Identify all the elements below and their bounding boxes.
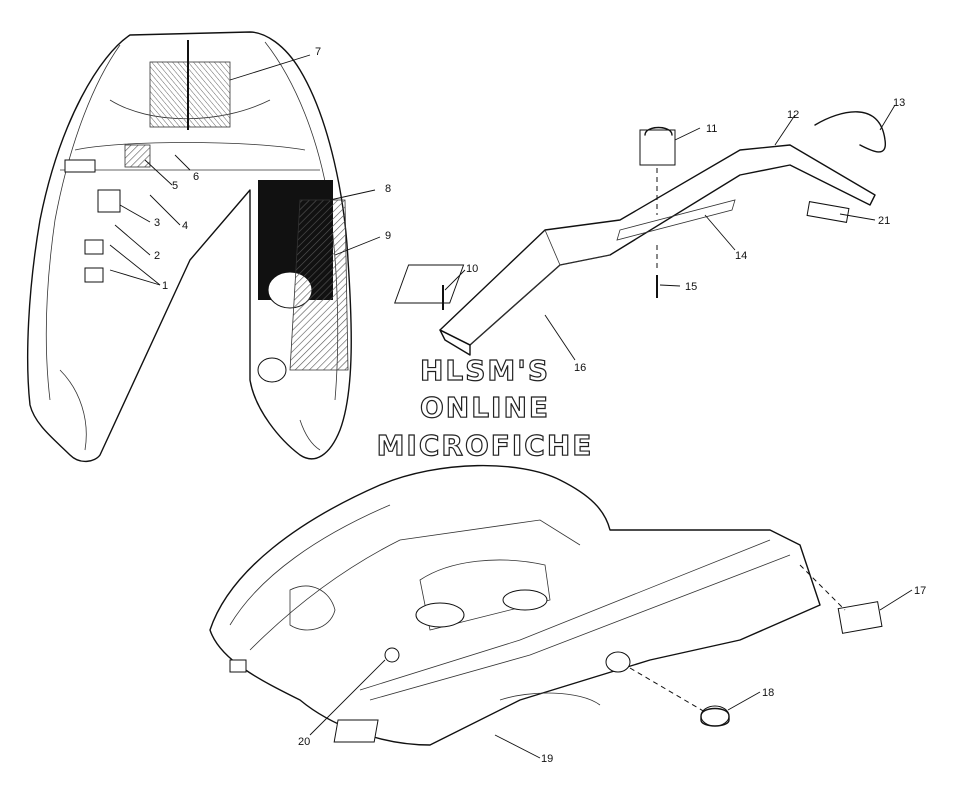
callout-1: 1 bbox=[162, 280, 168, 292]
callout-20: 20 bbox=[298, 736, 310, 748]
callout-19: 19 bbox=[541, 753, 553, 765]
callout-8: 8 bbox=[385, 183, 391, 195]
callout-16: 16 bbox=[574, 362, 586, 374]
watermark-line-3: MICROFICHE bbox=[377, 429, 594, 462]
callout-numbers: 1 2 3 4 5 6 7 8 9 10 11 12 13 14 15 16 1… bbox=[154, 46, 926, 765]
callout-13: 13 bbox=[893, 97, 905, 109]
callout-2: 2 bbox=[154, 250, 160, 262]
callout-14: 14 bbox=[735, 250, 747, 262]
hood-perspective-view bbox=[209, 464, 883, 746]
callout-11: 11 bbox=[706, 123, 717, 135]
watermark: HLSM'S ONLINE MICROFICHE bbox=[376, 353, 594, 462]
callout-7: 7 bbox=[315, 46, 321, 58]
callout-9: 9 bbox=[385, 230, 391, 242]
callout-4: 4 bbox=[182, 220, 188, 232]
callout-10: 10 bbox=[466, 263, 478, 275]
watermark-line-2: ONLINE bbox=[420, 391, 550, 424]
watermark-line-1: HLSM'S bbox=[420, 354, 550, 387]
callout-21: 21 bbox=[878, 215, 890, 227]
callout-3: 3 bbox=[154, 217, 160, 229]
hood-liner-bracket bbox=[394, 111, 886, 356]
callout-18: 18 bbox=[762, 687, 774, 699]
hood-top-view bbox=[26, 31, 352, 463]
callout-15: 15 bbox=[685, 281, 697, 293]
callout-17: 17 bbox=[914, 585, 926, 597]
leader-lines bbox=[109, 54, 913, 759]
callout-5: 5 bbox=[172, 180, 178, 192]
callout-12: 12 bbox=[787, 109, 799, 121]
callout-6: 6 bbox=[193, 171, 199, 183]
